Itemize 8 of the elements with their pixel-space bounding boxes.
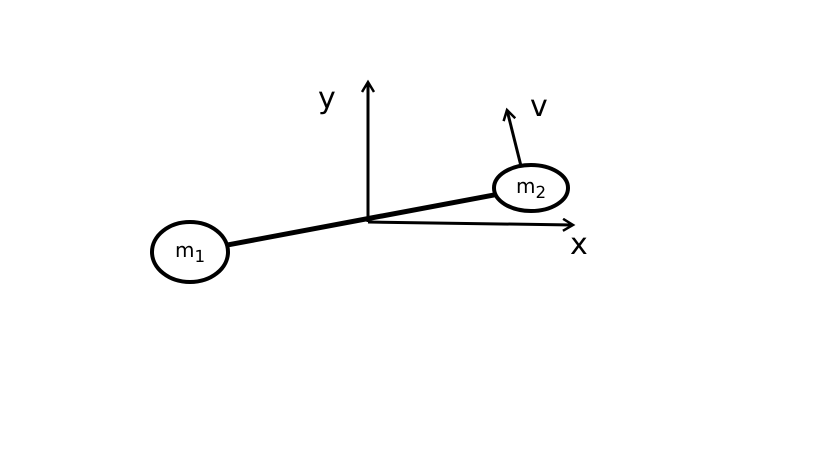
rod [226, 192, 496, 248]
axis-label: x [570, 230, 588, 260]
mass-label: m$_{1}$ [174, 238, 206, 266]
velocity-label: v [530, 92, 548, 122]
mass-ellipse [150, 220, 230, 284]
axis-label: y [318, 84, 336, 114]
mass-label: m$_{2}$ [516, 174, 546, 202]
mass-ellipse [492, 163, 570, 213]
